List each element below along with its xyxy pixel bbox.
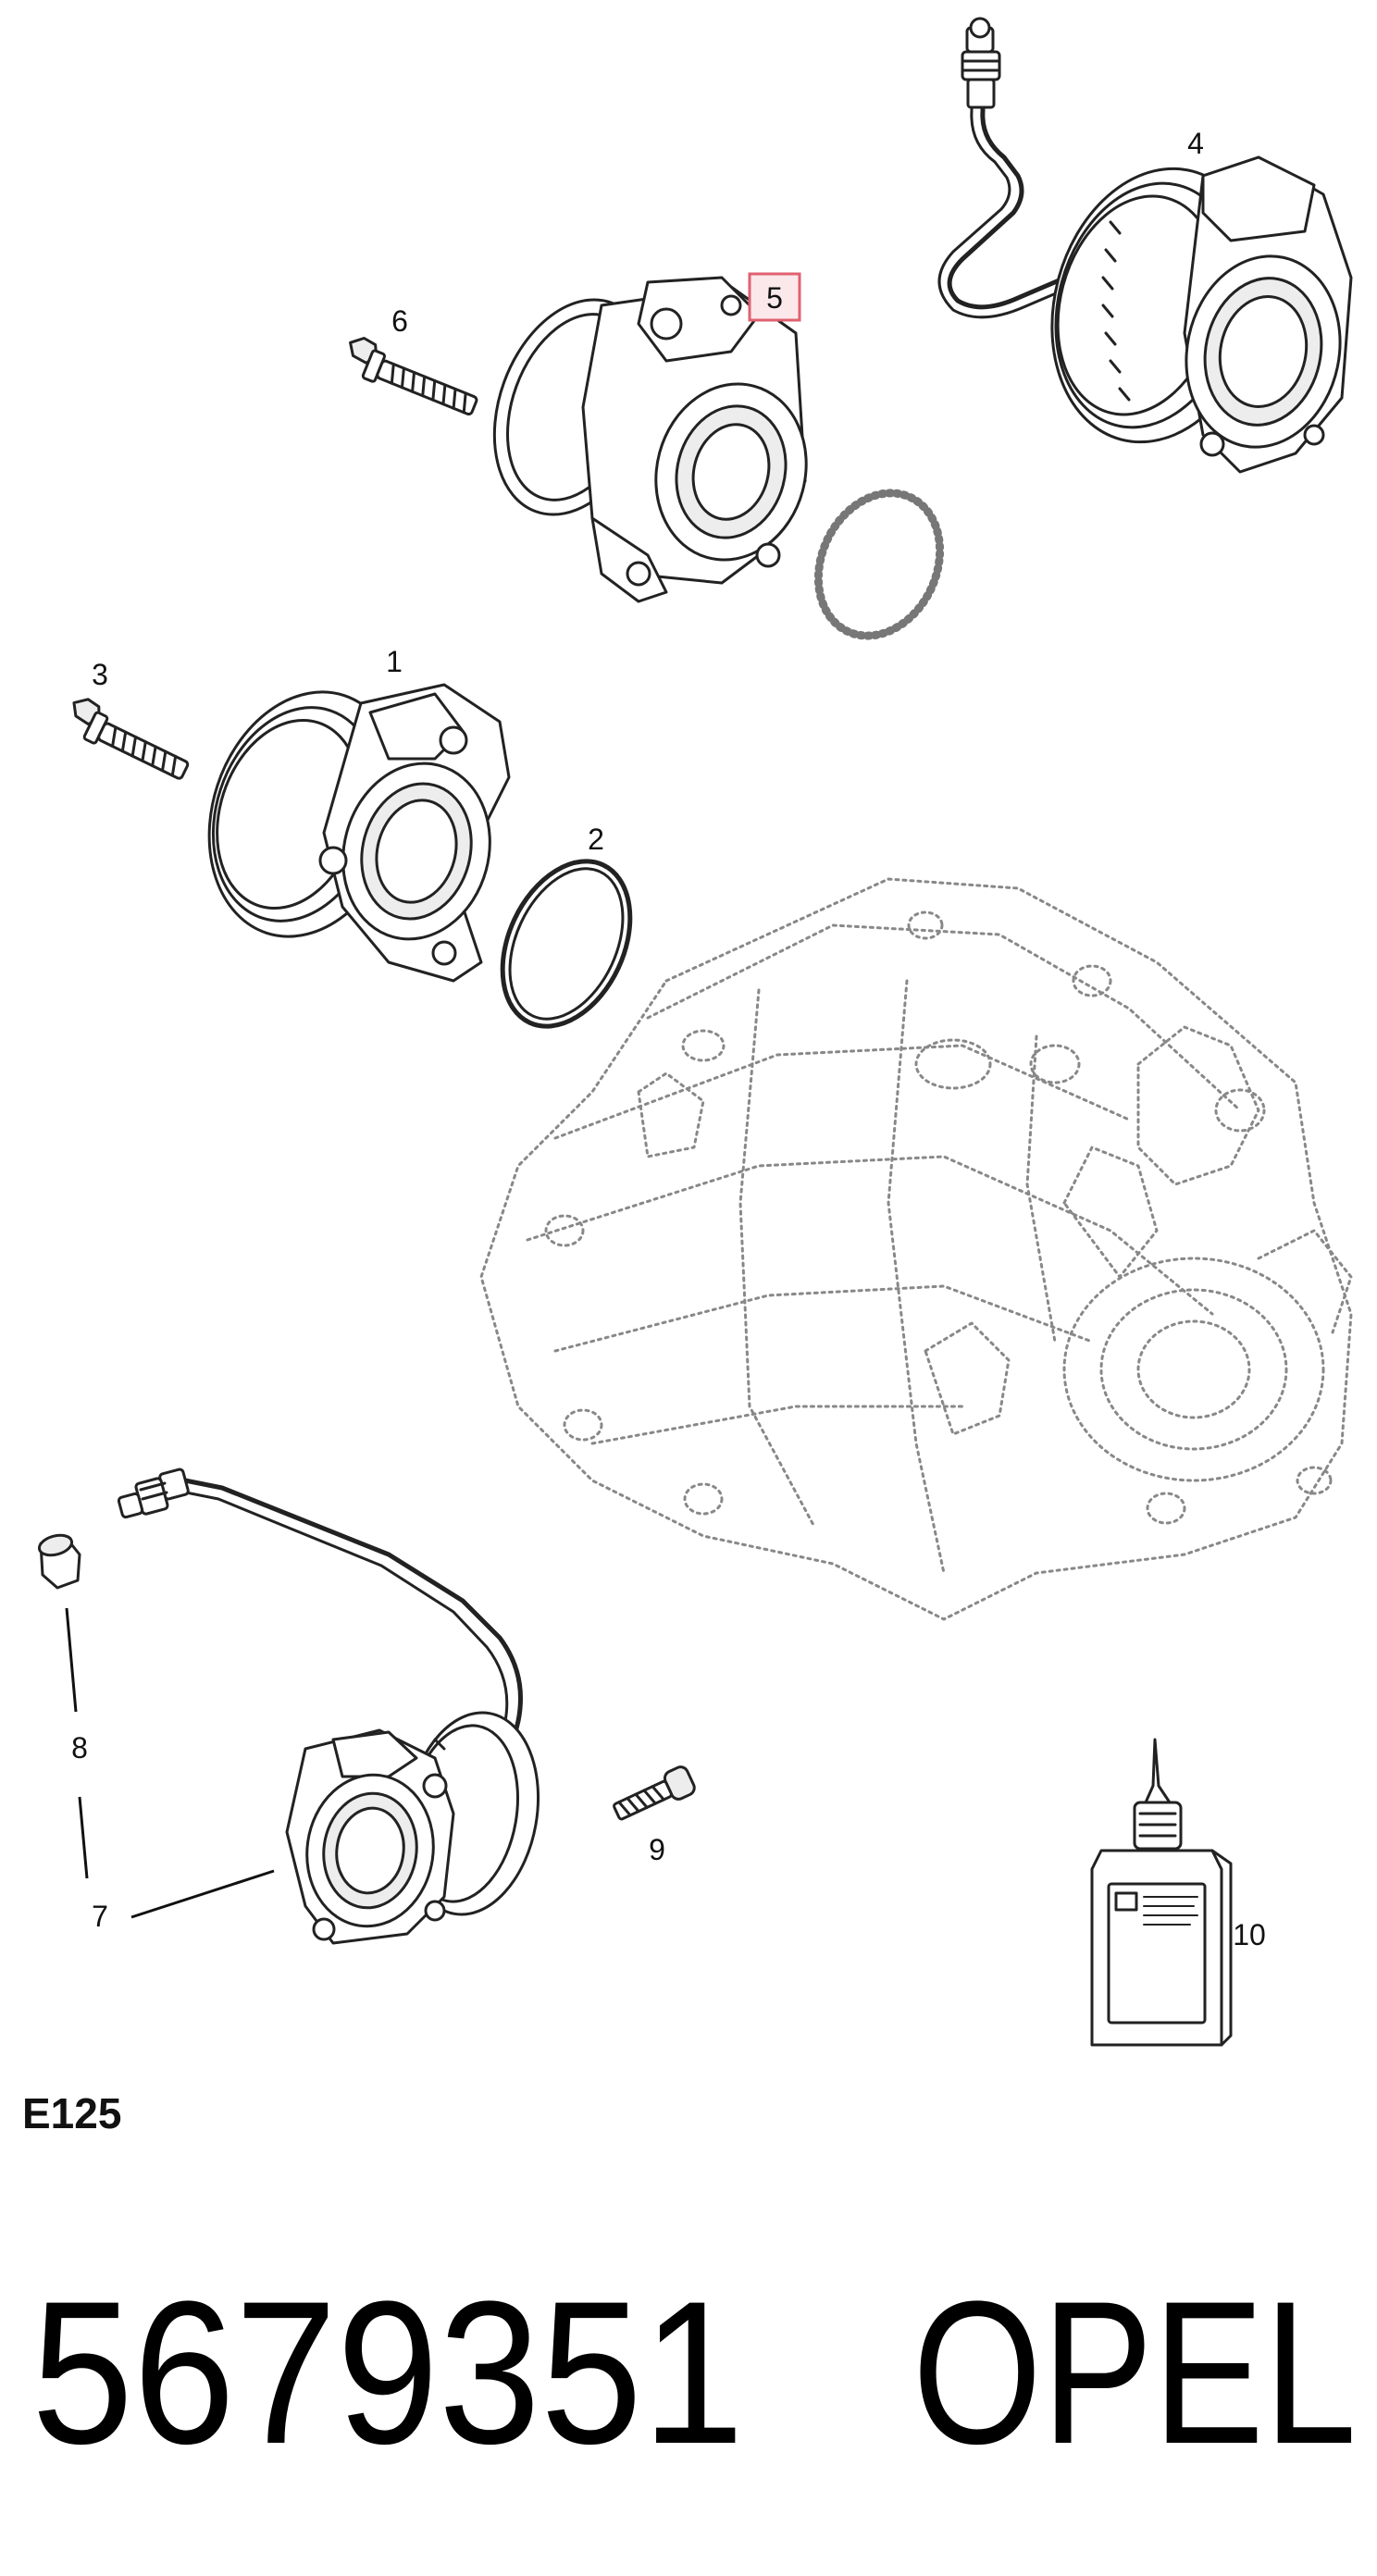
- callout-7[interactable]: 7: [92, 1900, 108, 1933]
- part-10-fluid-bottle[interactable]: [1090, 1738, 1233, 2047]
- diagram-code: E125: [22, 2089, 121, 2137]
- leader-line-8-lower: [78, 1796, 89, 1879]
- part-3-bolt[interactable]: [62, 695, 194, 785]
- callout-2[interactable]: 2: [588, 823, 604, 856]
- callout-5-highlight-box: [748, 272, 801, 322]
- callout-8[interactable]: 8: [71, 1731, 88, 1765]
- part-4-slave-cylinder-with-pipe[interactable]: [937, 17, 1358, 474]
- callout-4[interactable]: 4: [1187, 127, 1204, 160]
- callout-5[interactable]: 5: [766, 281, 783, 315]
- callout-3[interactable]: 3: [92, 658, 108, 691]
- o-ring-dotted-upper: [813, 489, 945, 640]
- part-8-cap[interactable]: [37, 1532, 81, 1590]
- part-number: 5679351: [31, 2259, 744, 2486]
- leader-line-7: [130, 1869, 275, 1919]
- part-5-slave-cylinder[interactable]: [466, 276, 825, 603]
- callout-1[interactable]: 1: [386, 645, 403, 678]
- callout-6[interactable]: 6: [391, 304, 408, 338]
- part-2-o-ring[interactable]: [478, 841, 655, 1047]
- leader-line-8-upper: [65, 1607, 78, 1713]
- callout-9[interactable]: 9: [649, 1833, 665, 1866]
- part-9-bolt[interactable]: [611, 1765, 697, 1826]
- brand-name: OPEL: [912, 2259, 1357, 2486]
- part-7-slave-cylinder-with-pipe[interactable]: [117, 1468, 554, 1945]
- transmission-housing: [479, 877, 1353, 1621]
- part-1-slave-cylinder[interactable]: [179, 667, 511, 983]
- callout-10[interactable]: 10: [1233, 1918, 1266, 1951]
- part-6-bolt[interactable]: [340, 334, 482, 420]
